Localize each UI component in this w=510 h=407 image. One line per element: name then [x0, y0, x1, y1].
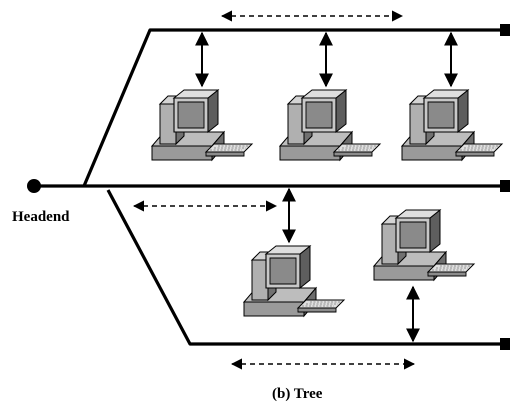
terminator-icon: [500, 180, 510, 192]
desktop-computer-icon: [401, 89, 503, 161]
terminator-icon: [500, 338, 510, 350]
desktop-computer-icon: [151, 89, 253, 161]
cable-bottom-branch: [106, 189, 504, 346]
desktop-computer-icon: [243, 245, 345, 317]
desktop-computer-icon: [279, 89, 381, 161]
cable-top-branch: [82, 28, 504, 187]
figure-caption: (b) Tree: [272, 386, 323, 402]
terminator-icon: [500, 24, 510, 36]
headend-label: Headend: [12, 209, 70, 225]
desktop-computer-icon: [373, 209, 475, 281]
headend-node-icon: [27, 179, 41, 193]
